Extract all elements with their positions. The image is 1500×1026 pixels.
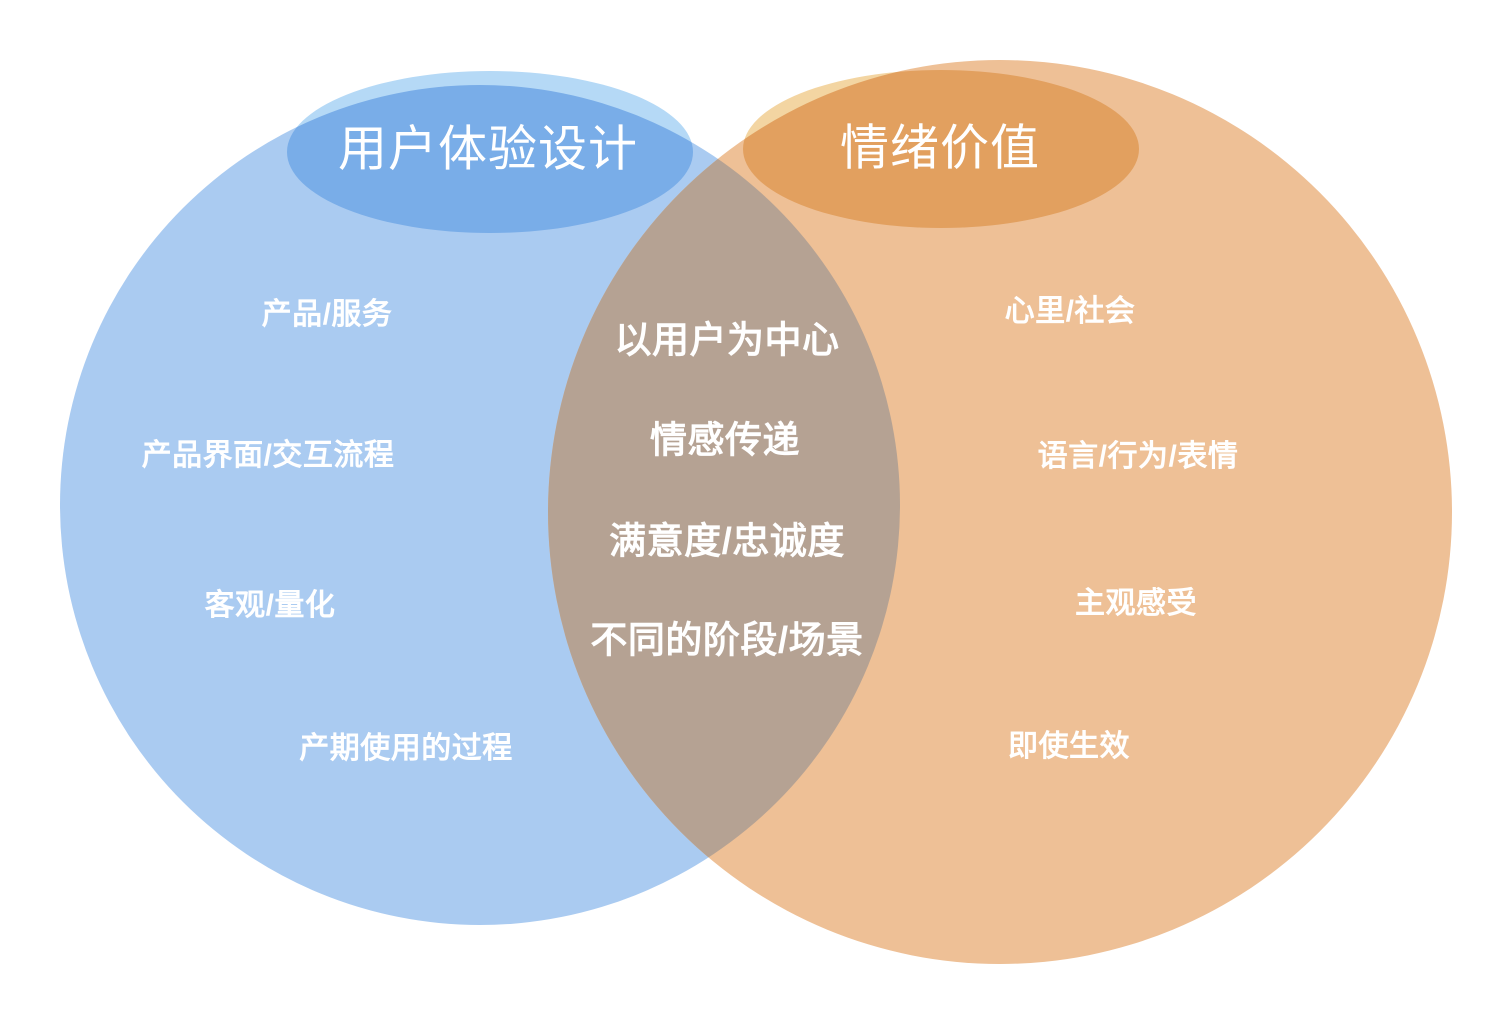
- left-circle-title: 用户体验设计: [337, 122, 639, 177]
- right-title-ellipse: [743, 70, 1139, 228]
- left-item-interface-flow: 产品界面/交互流程: [141, 439, 395, 472]
- center-item-stages-scenes: 不同的阶段/场景: [590, 619, 864, 661]
- center-item-satisfaction-loyalty: 满意度/忠诚度: [609, 520, 845, 562]
- left-item-objective-quantified: 客观/量化: [204, 589, 336, 622]
- left-title-ellipse: [287, 71, 693, 233]
- right-item-subjective-feeling: 主观感受: [1075, 587, 1197, 620]
- right-item-immediate-effect: 即使生效: [1008, 730, 1130, 763]
- right-item-language-behavior-expression: 语言/行为/表情: [1037, 440, 1239, 473]
- center-item-emotion-transfer: 情感传递: [650, 419, 800, 461]
- overlap-lens: [548, 85, 900, 925]
- left-item-product-service: 产品/服务: [261, 298, 393, 331]
- right-circle-title: 情绪价值: [839, 121, 1041, 176]
- left-item-usage-process: 产期使用的过程: [299, 732, 513, 765]
- center-item-user-centered: 以用户为中心: [614, 319, 840, 361]
- right-item-psych-social: 心里/社会: [1004, 295, 1136, 328]
